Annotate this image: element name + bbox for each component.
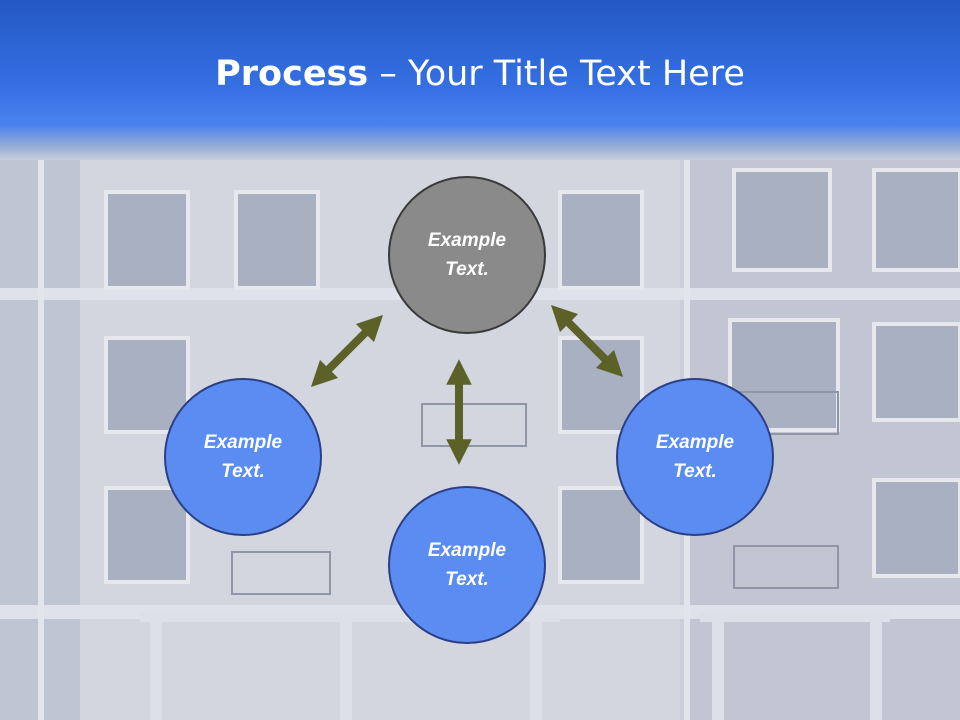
title-banner	[0, 0, 960, 160]
process-node-right[interactable]: Example Text.	[616, 378, 774, 536]
slide-title: Process – Your Title Text Here	[0, 52, 960, 96]
slide-title-bold: Process	[215, 54, 369, 94]
node-right-label: Example Text.	[655, 432, 735, 482]
node-top-label: Example Text.	[427, 230, 507, 280]
arrow-top-left	[310, 314, 384, 388]
node-left-label: Example Text.	[203, 432, 283, 482]
node-bottom-label: Example Text.	[427, 540, 507, 590]
process-node-bottom[interactable]: Example Text.	[388, 486, 546, 644]
slide-title-rest: – Your Title Text Here	[368, 54, 745, 94]
arrow-top-right	[550, 304, 624, 378]
process-node-left[interactable]: Example Text.	[164, 378, 322, 536]
process-node-top[interactable]: Example Text.	[388, 176, 546, 334]
